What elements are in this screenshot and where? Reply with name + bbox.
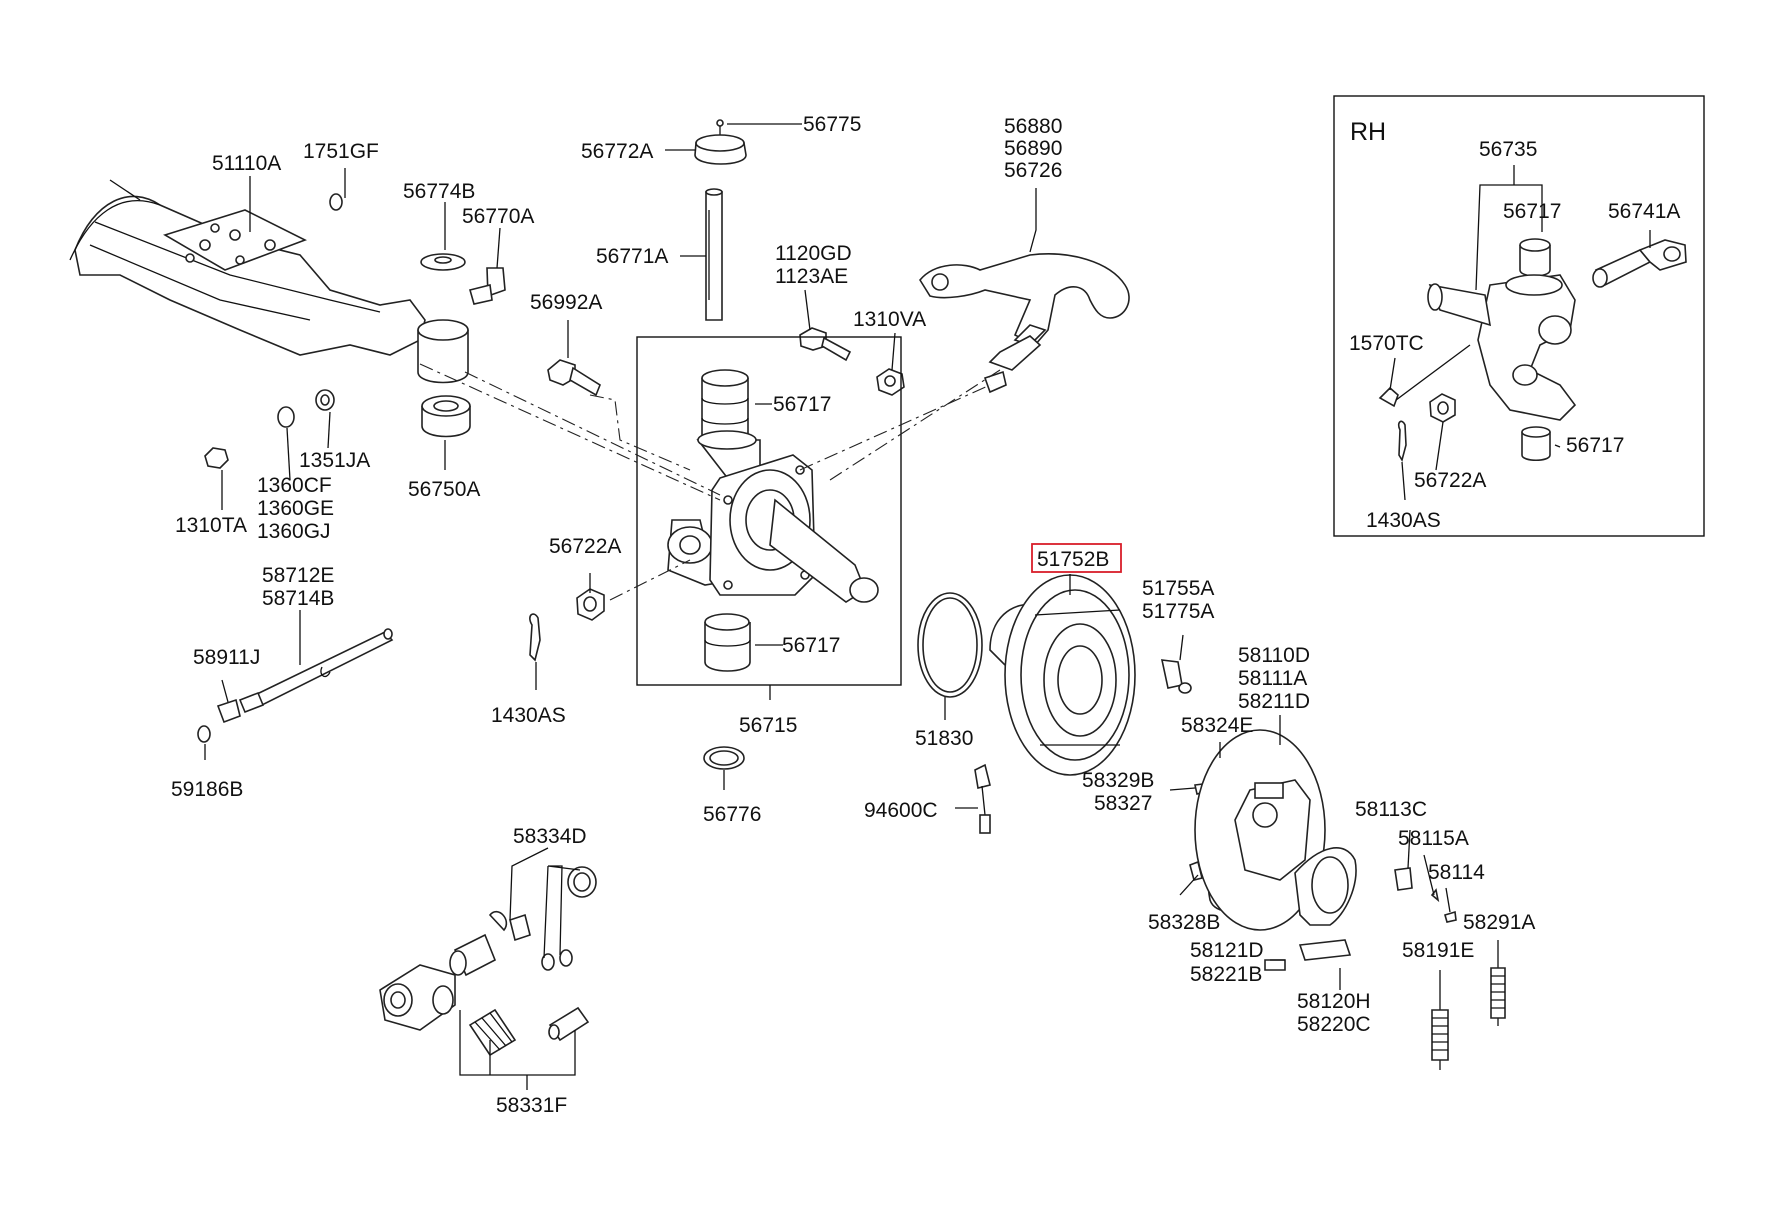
label-56722A: 56722A	[549, 535, 621, 558]
label-56771A: 56771A	[596, 245, 668, 268]
label-rh-56735: 56735	[1479, 138, 1537, 161]
label-58121D: 58121D	[1190, 939, 1264, 962]
label-58111A: 58111A	[1238, 667, 1307, 690]
steering-knuckle-drawing	[667, 369, 879, 672]
label-58911J: 58911J	[193, 646, 260, 669]
label-rh-56717-upper: 56717	[1503, 200, 1561, 223]
label-56717-upper: 56717	[773, 393, 831, 416]
backing-plate-drawing	[1189, 729, 1457, 971]
axle-beam-drawing	[69, 179, 426, 356]
label-59186B: 59186B	[171, 778, 243, 801]
label-56772A: 56772A	[581, 140, 653, 163]
hub-drawing	[917, 574, 1229, 834]
steering-arm-drawing	[919, 253, 1130, 394]
label-1120GD: 1120GD	[775, 242, 852, 265]
label-58324E: 58324E	[1181, 714, 1253, 737]
tie-rod-drawing	[197, 628, 394, 743]
rh-inset-frame	[1333, 95, 1705, 537]
label-1360GJ: 1360GJ	[257, 520, 331, 543]
assembly-lines	[419, 363, 1001, 601]
label-56992A: 56992A	[530, 291, 602, 314]
label-58327: 58327	[1094, 792, 1152, 815]
label-58714B: 58714B	[262, 587, 334, 610]
label-58712E: 58712E	[262, 564, 334, 587]
rh-inset-title: RH	[1350, 118, 1386, 146]
label-rh-1570TC: 1570TC	[1349, 332, 1424, 355]
label-58191E: 58191E	[1402, 939, 1474, 962]
label-56715: 56715	[739, 714, 797, 737]
label-51110A: 51110A	[212, 152, 281, 175]
label-rh-56717-lower: 56717	[1566, 434, 1624, 457]
label-1123AE: 1123AE	[775, 265, 848, 288]
label-58211D: 58211D	[1238, 690, 1310, 713]
label-58329B: 58329B	[1082, 769, 1154, 792]
label-58120H: 58120H	[1297, 990, 1371, 1013]
label-56750A: 56750A	[408, 478, 480, 501]
label-1310VA: 1310VA	[853, 308, 926, 331]
label-58113C: 58113C	[1355, 798, 1427, 821]
wheel-cylinder-drawing	[379, 866, 597, 1057]
leader-lines	[204, 123, 1651, 1090]
label-51752B: 51752B	[1037, 548, 1109, 571]
label-56717-lower: 56717	[782, 634, 840, 657]
label-1360CF: 1360CF	[257, 474, 332, 497]
label-56880: 56880	[1004, 115, 1062, 138]
label-58291A: 58291A	[1463, 911, 1535, 934]
label-56890: 56890	[1004, 137, 1062, 160]
label-rh-56722A: 56722A	[1414, 469, 1486, 492]
label-51755A: 51755A	[1142, 577, 1214, 600]
knuckle-group-frame	[636, 336, 902, 686]
label-rh-1430AS: 1430AS	[1366, 509, 1441, 532]
label-56770A: 56770A	[462, 205, 534, 228]
label-56774B: 56774B	[403, 180, 475, 203]
label-56775: 56775	[803, 113, 861, 136]
oil-seal-drawing	[703, 746, 745, 770]
label-58221B: 58221B	[1190, 963, 1262, 986]
label-56776: 56776	[703, 803, 761, 826]
king-pin-drawing	[547, 119, 905, 397]
label-51830: 51830	[915, 727, 973, 750]
label-94600C: 94600C	[864, 799, 938, 822]
label-58114: 58114	[1428, 861, 1485, 884]
label-1430AS: 1430AS	[491, 704, 566, 727]
label-58110D: 58110D	[1238, 644, 1310, 667]
rh-knuckle-drawing	[1378, 238, 1687, 463]
label-1351JA: 1351JA	[299, 449, 370, 472]
label-56726: 56726	[1004, 159, 1062, 182]
label-58328B: 58328B	[1148, 911, 1220, 934]
label-1360GE: 1360GE	[257, 497, 334, 520]
nut-cotter-drawing	[529, 588, 605, 662]
label-58331F: 58331F	[496, 1094, 567, 1117]
brake-springs-drawing	[1431, 960, 1506, 1070]
part-labels: 51110A 1751GF 56774B 56770A 56775 56772A…	[171, 113, 1680, 1117]
label-1310TA: 1310TA	[175, 514, 247, 537]
highlight-box-51752B	[1031, 543, 1122, 573]
label-1751GF: 1751GF	[303, 140, 379, 163]
label-58115A: 58115A	[1398, 827, 1469, 850]
label-58334D: 58334D	[513, 825, 587, 848]
label-rh-56741A: 56741A	[1608, 200, 1680, 223]
label-51775A: 51775A	[1142, 600, 1214, 623]
label-58220C: 58220C	[1297, 1013, 1371, 1036]
